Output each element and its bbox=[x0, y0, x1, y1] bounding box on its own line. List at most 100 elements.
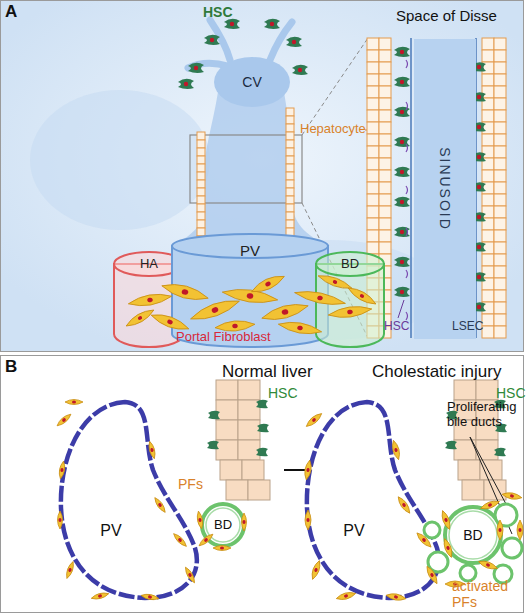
cell-body bbox=[440, 510, 452, 531]
hepatocyte bbox=[197, 196, 205, 204]
lsec-mark bbox=[406, 102, 408, 110]
cell-nucleus bbox=[430, 572, 435, 577]
hepatocyte bbox=[482, 254, 494, 266]
hepatocyte bbox=[494, 218, 506, 230]
cell-nucleus bbox=[400, 290, 404, 294]
portal-fibroblast bbox=[91, 591, 110, 600]
hepatocyte bbox=[482, 86, 494, 98]
portal-fibroblast bbox=[304, 411, 323, 428]
hepatocyte bbox=[216, 420, 238, 440]
cell-body bbox=[328, 304, 373, 320]
portal-fibroblast bbox=[317, 272, 354, 292]
hepatocyte bbox=[367, 86, 379, 98]
portal-fibroblast bbox=[213, 546, 231, 551]
hepatocyte bbox=[367, 74, 379, 86]
hepatocyte bbox=[197, 148, 205, 156]
hepatocyte bbox=[379, 206, 391, 218]
hepatocyte bbox=[494, 86, 506, 98]
portal-fibroblast bbox=[294, 288, 347, 309]
hepatocyte bbox=[379, 74, 391, 86]
hepatocyte bbox=[197, 180, 205, 188]
text-label: HSC bbox=[496, 385, 526, 401]
lsec-mark bbox=[406, 60, 408, 68]
cell-nucleus bbox=[347, 309, 353, 314]
cell-nucleus bbox=[188, 572, 193, 577]
cell-nucleus bbox=[400, 140, 404, 144]
text-label: HSC bbox=[268, 385, 298, 401]
cell-nucleus bbox=[137, 315, 143, 320]
cell-body bbox=[58, 511, 63, 529]
endothelium-line bbox=[410, 38, 412, 338]
cell-nucleus bbox=[477, 125, 481, 129]
hepatocyte bbox=[482, 266, 494, 278]
cell-body bbox=[65, 561, 76, 580]
portal-fibroblast bbox=[305, 510, 311, 530]
stellate-cell bbox=[394, 227, 410, 237]
hepatocyte bbox=[379, 146, 391, 158]
hepatocyte bbox=[216, 440, 238, 460]
proliferating-duct bbox=[428, 552, 448, 572]
cell-nucleus bbox=[220, 546, 224, 549]
cell-body bbox=[250, 272, 287, 296]
stellate-cell bbox=[394, 287, 410, 297]
text-label: PFs bbox=[178, 476, 203, 492]
cell-body bbox=[189, 295, 242, 324]
hepatocyte bbox=[286, 140, 294, 148]
duct-ring bbox=[445, 507, 501, 563]
hepatocyte bbox=[379, 62, 391, 74]
cell-nucleus bbox=[147, 297, 153, 302]
hepatocyte bbox=[379, 182, 391, 194]
hepatocyte bbox=[197, 140, 205, 148]
lsec-mark bbox=[406, 186, 408, 194]
central-vein-tube bbox=[172, 92, 330, 246]
cylinder-body bbox=[172, 246, 328, 347]
hepatocyte bbox=[286, 188, 294, 196]
hepatocyte bbox=[379, 170, 391, 182]
portal-fibroblast bbox=[124, 307, 156, 330]
structure-label: CV bbox=[242, 74, 261, 90]
portal-fibroblast bbox=[58, 511, 63, 529]
cell-nucleus bbox=[98, 594, 103, 598]
duct-ring bbox=[202, 504, 244, 546]
cell-nucleus bbox=[298, 68, 302, 72]
leader-line bbox=[398, 300, 404, 318]
structure-label: BD bbox=[214, 517, 232, 533]
cell-body bbox=[386, 592, 407, 601]
cell-nucleus bbox=[359, 293, 365, 298]
hepatocyte bbox=[482, 50, 494, 62]
cell-body bbox=[304, 411, 323, 428]
hepatocyte bbox=[197, 204, 205, 212]
hepatocyte bbox=[197, 132, 205, 140]
hepatocyte bbox=[494, 134, 506, 146]
cell-nucleus bbox=[477, 245, 481, 249]
portal-fibroblast bbox=[328, 304, 373, 320]
text-label: Portal Fibroblast bbox=[176, 330, 271, 345]
hepatocyte bbox=[367, 50, 379, 62]
hepatocyte bbox=[494, 98, 506, 110]
hepatocyte bbox=[494, 254, 506, 266]
cell-body bbox=[303, 460, 312, 481]
hepatocyte bbox=[494, 38, 506, 50]
lsec-mark bbox=[406, 144, 408, 152]
cell-nucleus bbox=[400, 80, 404, 84]
cell-body bbox=[310, 560, 322, 581]
hepatocyte bbox=[494, 122, 506, 134]
cell-body bbox=[336, 591, 357, 602]
stellate-cell bbox=[394, 257, 410, 267]
hepatocyte bbox=[494, 230, 506, 242]
stellate-cell bbox=[207, 441, 219, 450]
cell-nucleus bbox=[498, 528, 501, 532]
cell-body bbox=[424, 565, 439, 585]
hepatocyte bbox=[494, 146, 506, 158]
structure-label: PV bbox=[100, 523, 121, 539]
portal-fibroblast bbox=[58, 461, 66, 480]
stellate-cell bbox=[394, 167, 410, 177]
cell-nucleus bbox=[230, 22, 234, 26]
cell-nucleus bbox=[297, 325, 303, 330]
cell-nucleus bbox=[167, 319, 174, 325]
hepatocyte bbox=[286, 156, 294, 164]
hepatocyte bbox=[286, 124, 294, 132]
portal-fibroblast bbox=[480, 499, 501, 511]
hepatocyte bbox=[367, 62, 379, 74]
duct-lining bbox=[206, 508, 240, 542]
